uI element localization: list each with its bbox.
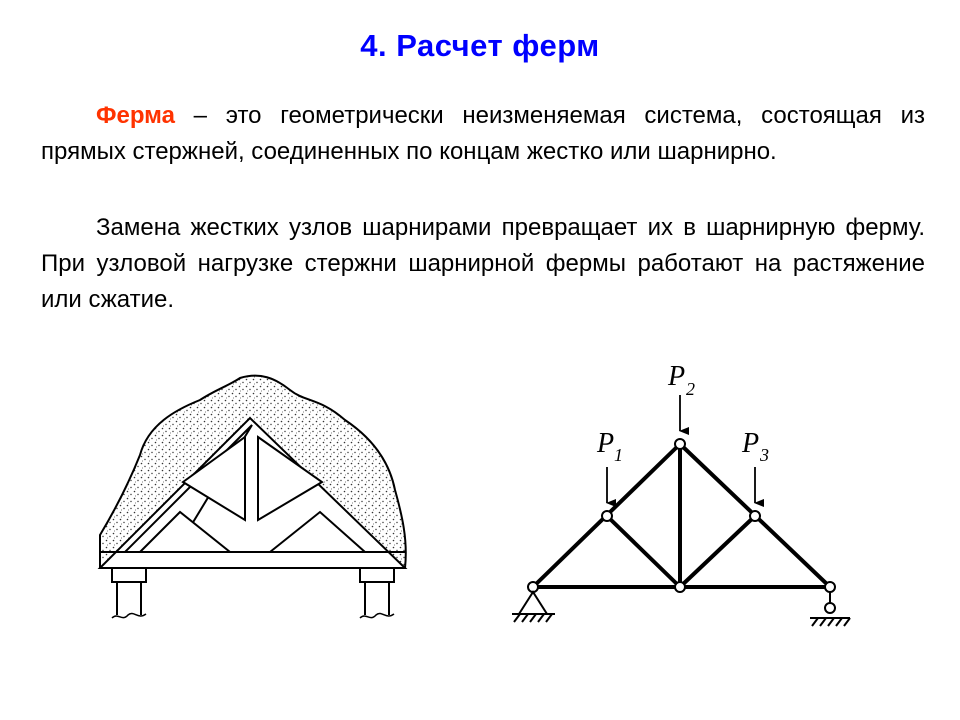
hinge-text: Замена жестких узлов шарнирами превращае… xyxy=(41,214,925,313)
truss-tri-left xyxy=(137,510,233,553)
load-label-p2-symbol: P xyxy=(667,361,685,392)
hinged-truss-scheme: P 1 P 2 P 3 xyxy=(512,361,851,627)
truss-inner-left xyxy=(124,424,253,553)
hinge-node xyxy=(749,510,761,522)
hinge-paragraph: Замена жестких узлов шарнирами превращае… xyxy=(41,210,925,318)
left-column xyxy=(116,582,142,615)
slide-title: 4. Расчет ферм xyxy=(360,28,600,63)
right-bearing-plate xyxy=(359,567,395,583)
truss-tri-right xyxy=(267,510,368,553)
hinge-node xyxy=(674,438,686,450)
right-column xyxy=(364,582,390,615)
hinge-node xyxy=(674,581,686,593)
load-arrows xyxy=(606,395,764,507)
truss-panel-left xyxy=(181,435,246,522)
roller-support xyxy=(810,592,851,627)
load-label-p3-symbol: P xyxy=(741,428,759,459)
definition-paragraph: Ферма – это геометрически неизменяемая с… xyxy=(41,98,925,170)
load-label-p3-index: 3 xyxy=(759,445,769,465)
truss-panel-right xyxy=(257,435,324,522)
definition-text: – это геометрически неизменяемая система… xyxy=(41,102,925,165)
definition-term: Ферма xyxy=(96,102,175,129)
hinge-node xyxy=(824,581,836,593)
hinge-node xyxy=(601,510,613,522)
rigid-truss-drawing xyxy=(97,374,408,619)
left-bearing-plate xyxy=(111,567,147,583)
load-label-p2-index: 2 xyxy=(686,379,695,399)
load-label-p1-index: 1 xyxy=(614,445,623,465)
load-label-p1-symbol: P xyxy=(596,428,614,459)
pinned-support xyxy=(512,590,555,623)
